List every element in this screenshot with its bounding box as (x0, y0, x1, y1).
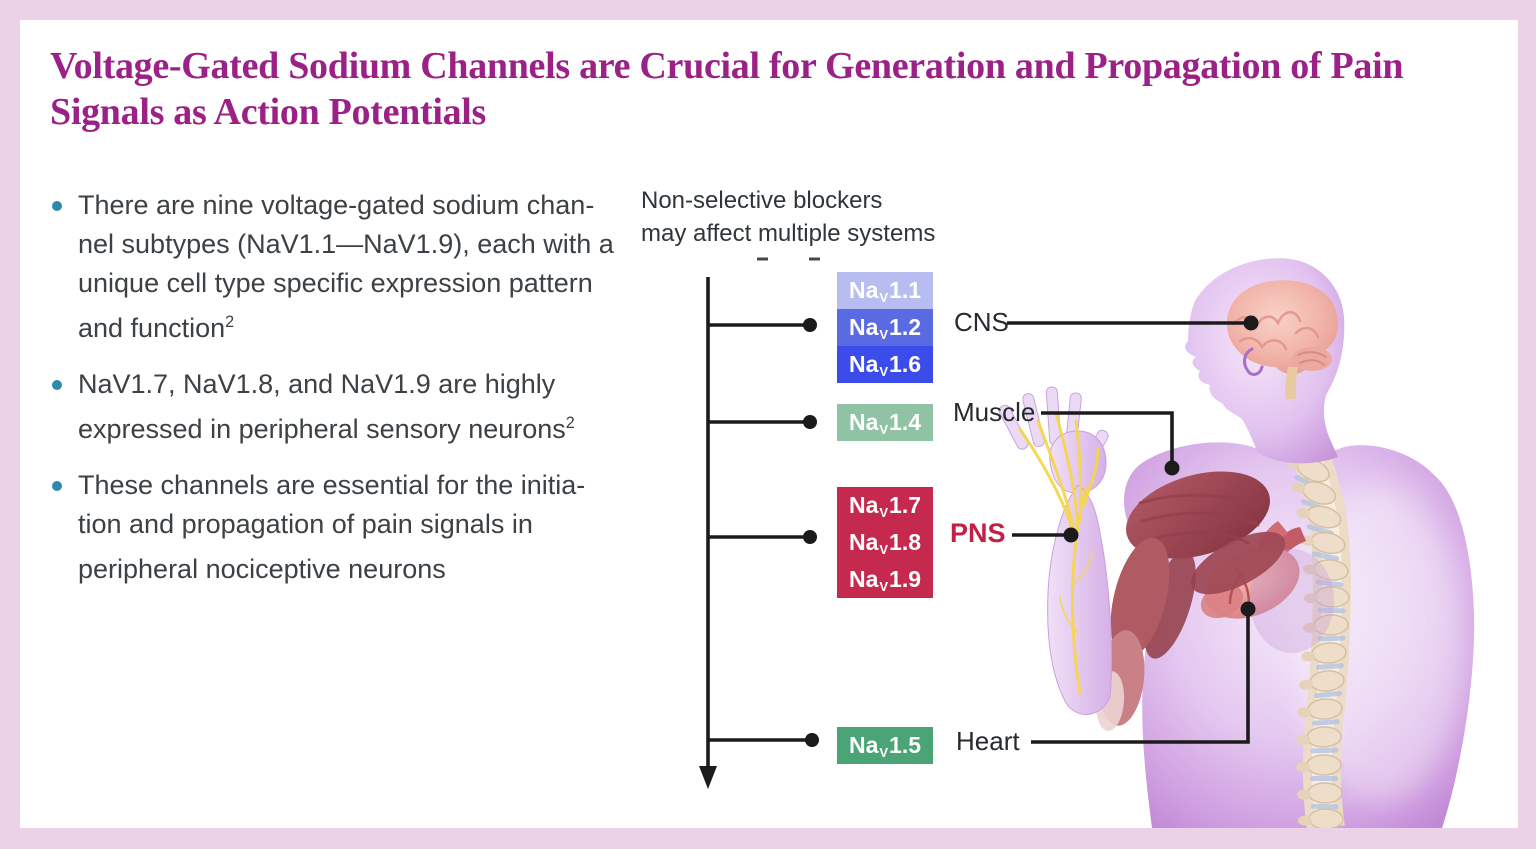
channel-box-pns-group: NaV1.7 NaV1.8 NaV1.9 (837, 487, 933, 598)
bullet-marker-icon (52, 380, 62, 390)
bullet-item: There are nine voltage-gated sodium chan… (50, 186, 642, 348)
channel-box-nav1-1: NaV1.1 (837, 272, 933, 309)
note-line: may affect multiple systems (641, 220, 936, 247)
page-title: Voltage-Gated Sodium Channels are Crucia… (50, 45, 1404, 133)
channel-box-nav1-6: NaV1.6 (837, 346, 933, 383)
body-illustration (998, 258, 1475, 828)
bullet-line: unique cell type specific expression pat… (78, 268, 593, 298)
footnote-ref: 2 (225, 313, 235, 331)
channel-box-nav1-2: NaV1.2 (837, 309, 933, 346)
channel-box-nav1-4: NaV1.4 (837, 404, 933, 441)
bullet-item: These channels are essential for the ini… (50, 466, 642, 589)
bullet-marker-icon (52, 201, 62, 211)
bullet-line: There are nine voltage-gated sodium chan… (78, 190, 595, 220)
bullet-line: NaV1.7, NaV1.8, and NaV1.9 are highly (78, 369, 556, 399)
label-pns: PNS (950, 518, 1006, 548)
bullet-item: NaV1.7, NaV1.8, and NaV1.9 are highly ex… (50, 365, 642, 449)
bullet-line: tion and propagation of pain signals in (78, 509, 533, 539)
bullet-line: expressed in peripheral sensory neurons2 (78, 414, 575, 444)
channel-box-nav1-5: NaV1.5 (837, 727, 933, 764)
bullet-line: and function2 (78, 313, 235, 343)
label-heart: Heart (956, 726, 1020, 756)
head-illustration (1185, 258, 1345, 464)
arm-hand-illustration (998, 386, 1113, 715)
label-muscle: Muscle (953, 397, 1036, 427)
footnote-ref: 2 (565, 414, 575, 432)
bullet-line: peripheral nociceptive neurons (78, 554, 446, 584)
bullet-list: There are nine voltage-gated sodium chan… (50, 186, 642, 606)
label-cns: CNS (954, 307, 1009, 337)
bullet-line: These channels are essential for the ini… (78, 470, 586, 500)
brain-illustration (1226, 280, 1339, 399)
diagram-note: Non-selective blockers may affect multip… (641, 184, 935, 250)
bullet-marker-icon (52, 481, 62, 491)
ear-illustration (1243, 347, 1264, 376)
bullet-line: nel subtypes (NaV1.1—NaV1.9), each with … (78, 229, 614, 259)
note-line: Non-selective blockers (641, 187, 883, 214)
